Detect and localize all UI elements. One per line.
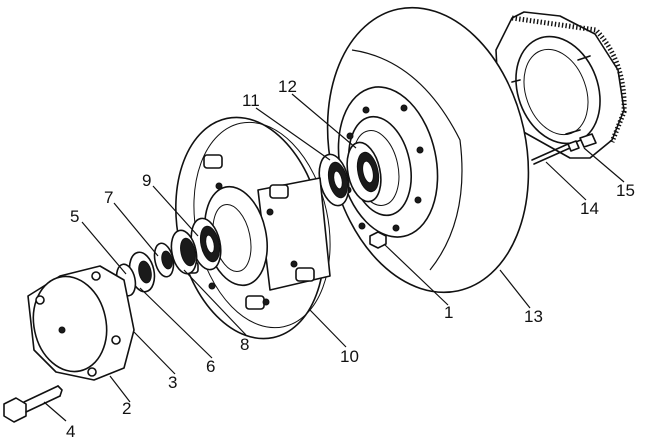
callout-6: 6: [206, 357, 215, 376]
hub-cap: [27, 265, 135, 381]
callout-10: 10: [340, 347, 359, 366]
ring-bolt: [531, 133, 597, 165]
spacer: [153, 242, 175, 278]
callout-4: 4: [66, 422, 75, 441]
callout-13: 13: [524, 307, 543, 326]
callout-1: 1: [444, 303, 453, 322]
callout-8: 8: [240, 335, 249, 354]
callout-7: 7: [104, 188, 113, 207]
callout-11: 11: [242, 91, 260, 110]
callout-14: 14: [580, 199, 599, 218]
hub-bolt: [3, 385, 63, 423]
callout-15: 15: [616, 181, 635, 200]
inner-bearing: [170, 229, 198, 275]
disc-nut: [369, 231, 387, 249]
callout-2: 2: [122, 399, 131, 418]
leader-lines: [43, 93, 625, 422]
hub-flange: [175, 116, 331, 340]
callout-5: 5: [70, 207, 79, 226]
callout-12: 12: [278, 77, 297, 96]
callout-9: 9: [142, 171, 151, 190]
reluctor-ring: [495, 11, 627, 159]
callout-3: 3: [168, 373, 177, 392]
outer-bearing-race: [346, 141, 382, 203]
callouts: 1 2 3 4 5 6 7 8 9 10 11 12 13 14 15: [66, 77, 635, 441]
